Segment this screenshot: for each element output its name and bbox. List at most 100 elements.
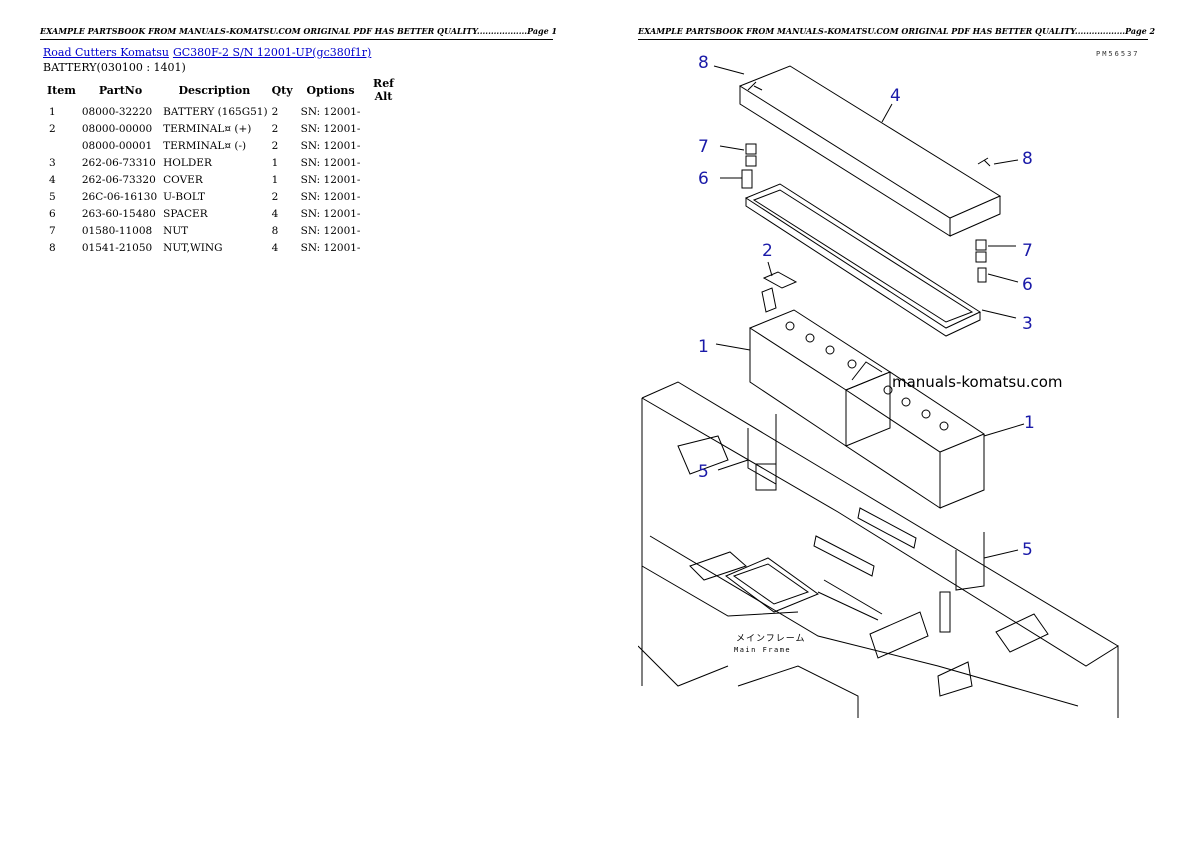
table-row: 2 08000-00000 TERMINAL¤ (+) 2 SN: 12001- [43,120,402,137]
cell-qty: 4 [271,241,279,254]
cell-ref-alt [364,120,402,137]
table-row: 08000-00001 TERMINAL¤ (-) 2 SN: 12001- [43,137,402,154]
table-row: 4 262-06-73320 COVER 1 SN: 12001- [43,171,402,188]
col-header-ref-alt: Ref Alt [373,77,394,103]
callout-4: 4 [890,86,901,106]
cell-description: NUT [163,224,189,237]
cell-item: 3 [49,156,56,169]
cell-item: 8 [49,241,56,254]
holder-part-drawing [744,183,982,337]
cell-description: U-BOLT [163,190,205,203]
cell-ref-alt [364,239,402,256]
cell-description: TERMINAL¤ (-) [163,139,247,152]
callout-6-left: 6 [698,169,709,189]
table-row: 8 01541-21050 NUT,WING 4 SN: 12001- [43,239,402,256]
cell-qty: 4 [271,207,279,220]
callout-8-right: 8 [1022,149,1033,169]
col-header-options: Options [306,83,355,97]
cell-options: SN: 12001- [300,156,361,169]
cell-description: SPACER [163,207,208,220]
cell-options: SN: 12001- [300,105,361,118]
callout-7-left: 7 [698,137,709,157]
cell-ref-alt [364,171,402,188]
table-row: 6 263-60-15480 SPACER 4 SN: 12001- [43,205,402,222]
callout-6-right: 6 [1022,275,1033,295]
main-frame-label-jp: メインフレーム [736,634,806,644]
cell-options: SN: 12001- [300,139,361,152]
cell-description: TERMINAL¤ (+) [163,122,252,135]
cell-item: 5 [49,190,56,203]
cover-part-drawing [738,65,1002,237]
table-row: 7 01580-11008 NUT 8 SN: 12001- [43,222,402,239]
cell-partno: 01541-21050 [81,241,153,254]
cell-qty: 2 [271,139,279,152]
cell-description: BATTERY (165G51) [163,105,268,118]
page-header-left: EXAMPLE PARTSBOOK FROM MANUALS-KOMATSU.C… [40,26,557,40]
cell-qty: 8 [271,224,279,237]
drawing-code: PM56537 [1096,50,1140,58]
callout-3: 3 [1022,314,1033,334]
main-frame-drawing [638,381,1119,718]
cell-partno: 08000-00001 [81,139,153,152]
cell-item: 1 [49,105,56,118]
cell-qty: 1 [271,173,279,186]
callout-1-left: 1 [698,337,709,357]
cell-qty: 2 [271,122,279,135]
col-header-qty: Qty [271,83,293,97]
battery-left-drawing [748,309,892,447]
cell-options: SN: 12001- [300,190,361,203]
callout-5-right: 5 [1022,540,1033,560]
cell-description: COVER [163,173,203,186]
cell-options: SN: 12001- [300,207,361,220]
page-header-right: EXAMPLE PARTSBOOK FROM MANUALS-KOMATSU.C… [638,26,1155,40]
callout-5-left: 5 [698,462,709,482]
main-frame-label-en: Main Frame [734,646,792,654]
cell-qty: 2 [271,190,279,203]
cell-partno: 08000-32220 [81,105,153,118]
leader-lines [713,65,1025,559]
cell-ref-alt [364,188,402,205]
table-row: 3 262-06-73310 HOLDER 1 SN: 12001- [43,154,402,171]
cell-ref-alt [364,103,402,120]
col-header-partno: PartNo [98,83,143,97]
cell-item [43,137,80,154]
callout-8-top-left: 8 [698,53,709,73]
breadcrumb-link-road-cutters[interactable]: Road Cutters Komatsu [43,46,169,59]
cell-item: 4 [49,173,56,186]
cell-item: 6 [49,207,56,220]
battery-right-drawing [844,361,986,509]
callout-7-right: 7 [1022,241,1033,261]
parts-table: Item PartNo Description Qty Options Ref … [43,77,402,256]
callout-1-right: 1 [1024,413,1035,433]
cell-qty: 2 [271,105,279,118]
cell-options: SN: 12001- [300,241,361,254]
cell-partno: 262-06-73310 [81,156,156,169]
cell-ref-alt [364,137,402,154]
cell-options: SN: 12001- [300,173,361,186]
cell-qty: 1 [271,156,279,169]
cell-ref-alt [364,154,402,171]
u-bolt-left-drawing [747,414,777,491]
cell-ref-alt [364,222,402,239]
cell-options: SN: 12001- [300,224,361,237]
watermark-text: manuals-komatsu.com [892,373,1063,391]
breadcrumb-link-model[interactable]: GC380F-2 S/N 12001-UP(gc380f1r) [172,46,372,59]
section-title: BATTERY(030100 : 1401) [43,61,186,74]
cell-partno: 01580-11008 [81,224,153,237]
cell-ref-alt [364,205,402,222]
cell-options: SN: 12001- [300,122,361,135]
cell-item: 2 [49,122,56,135]
terminal-part-drawing [761,271,798,313]
cell-partno: 08000-00000 [81,122,153,135]
cell-item: 7 [49,224,56,237]
cell-description: NUT,WING [163,241,223,254]
cell-partno: 263-60-15480 [81,207,156,220]
table-row: 5 26C-06-16130 U-BOLT 2 SN: 12001- [43,188,402,205]
spacer-nut-left-drawing [741,81,763,189]
table-row: 1 08000-32220 BATTERY (165G51) 2 SN: 120… [43,103,402,120]
cell-partno: 26C-06-16130 [81,190,158,203]
cell-partno: 262-06-73320 [81,173,156,186]
spacer-nut-right-drawing [975,157,991,283]
u-bolt-right-drawing [939,532,985,633]
